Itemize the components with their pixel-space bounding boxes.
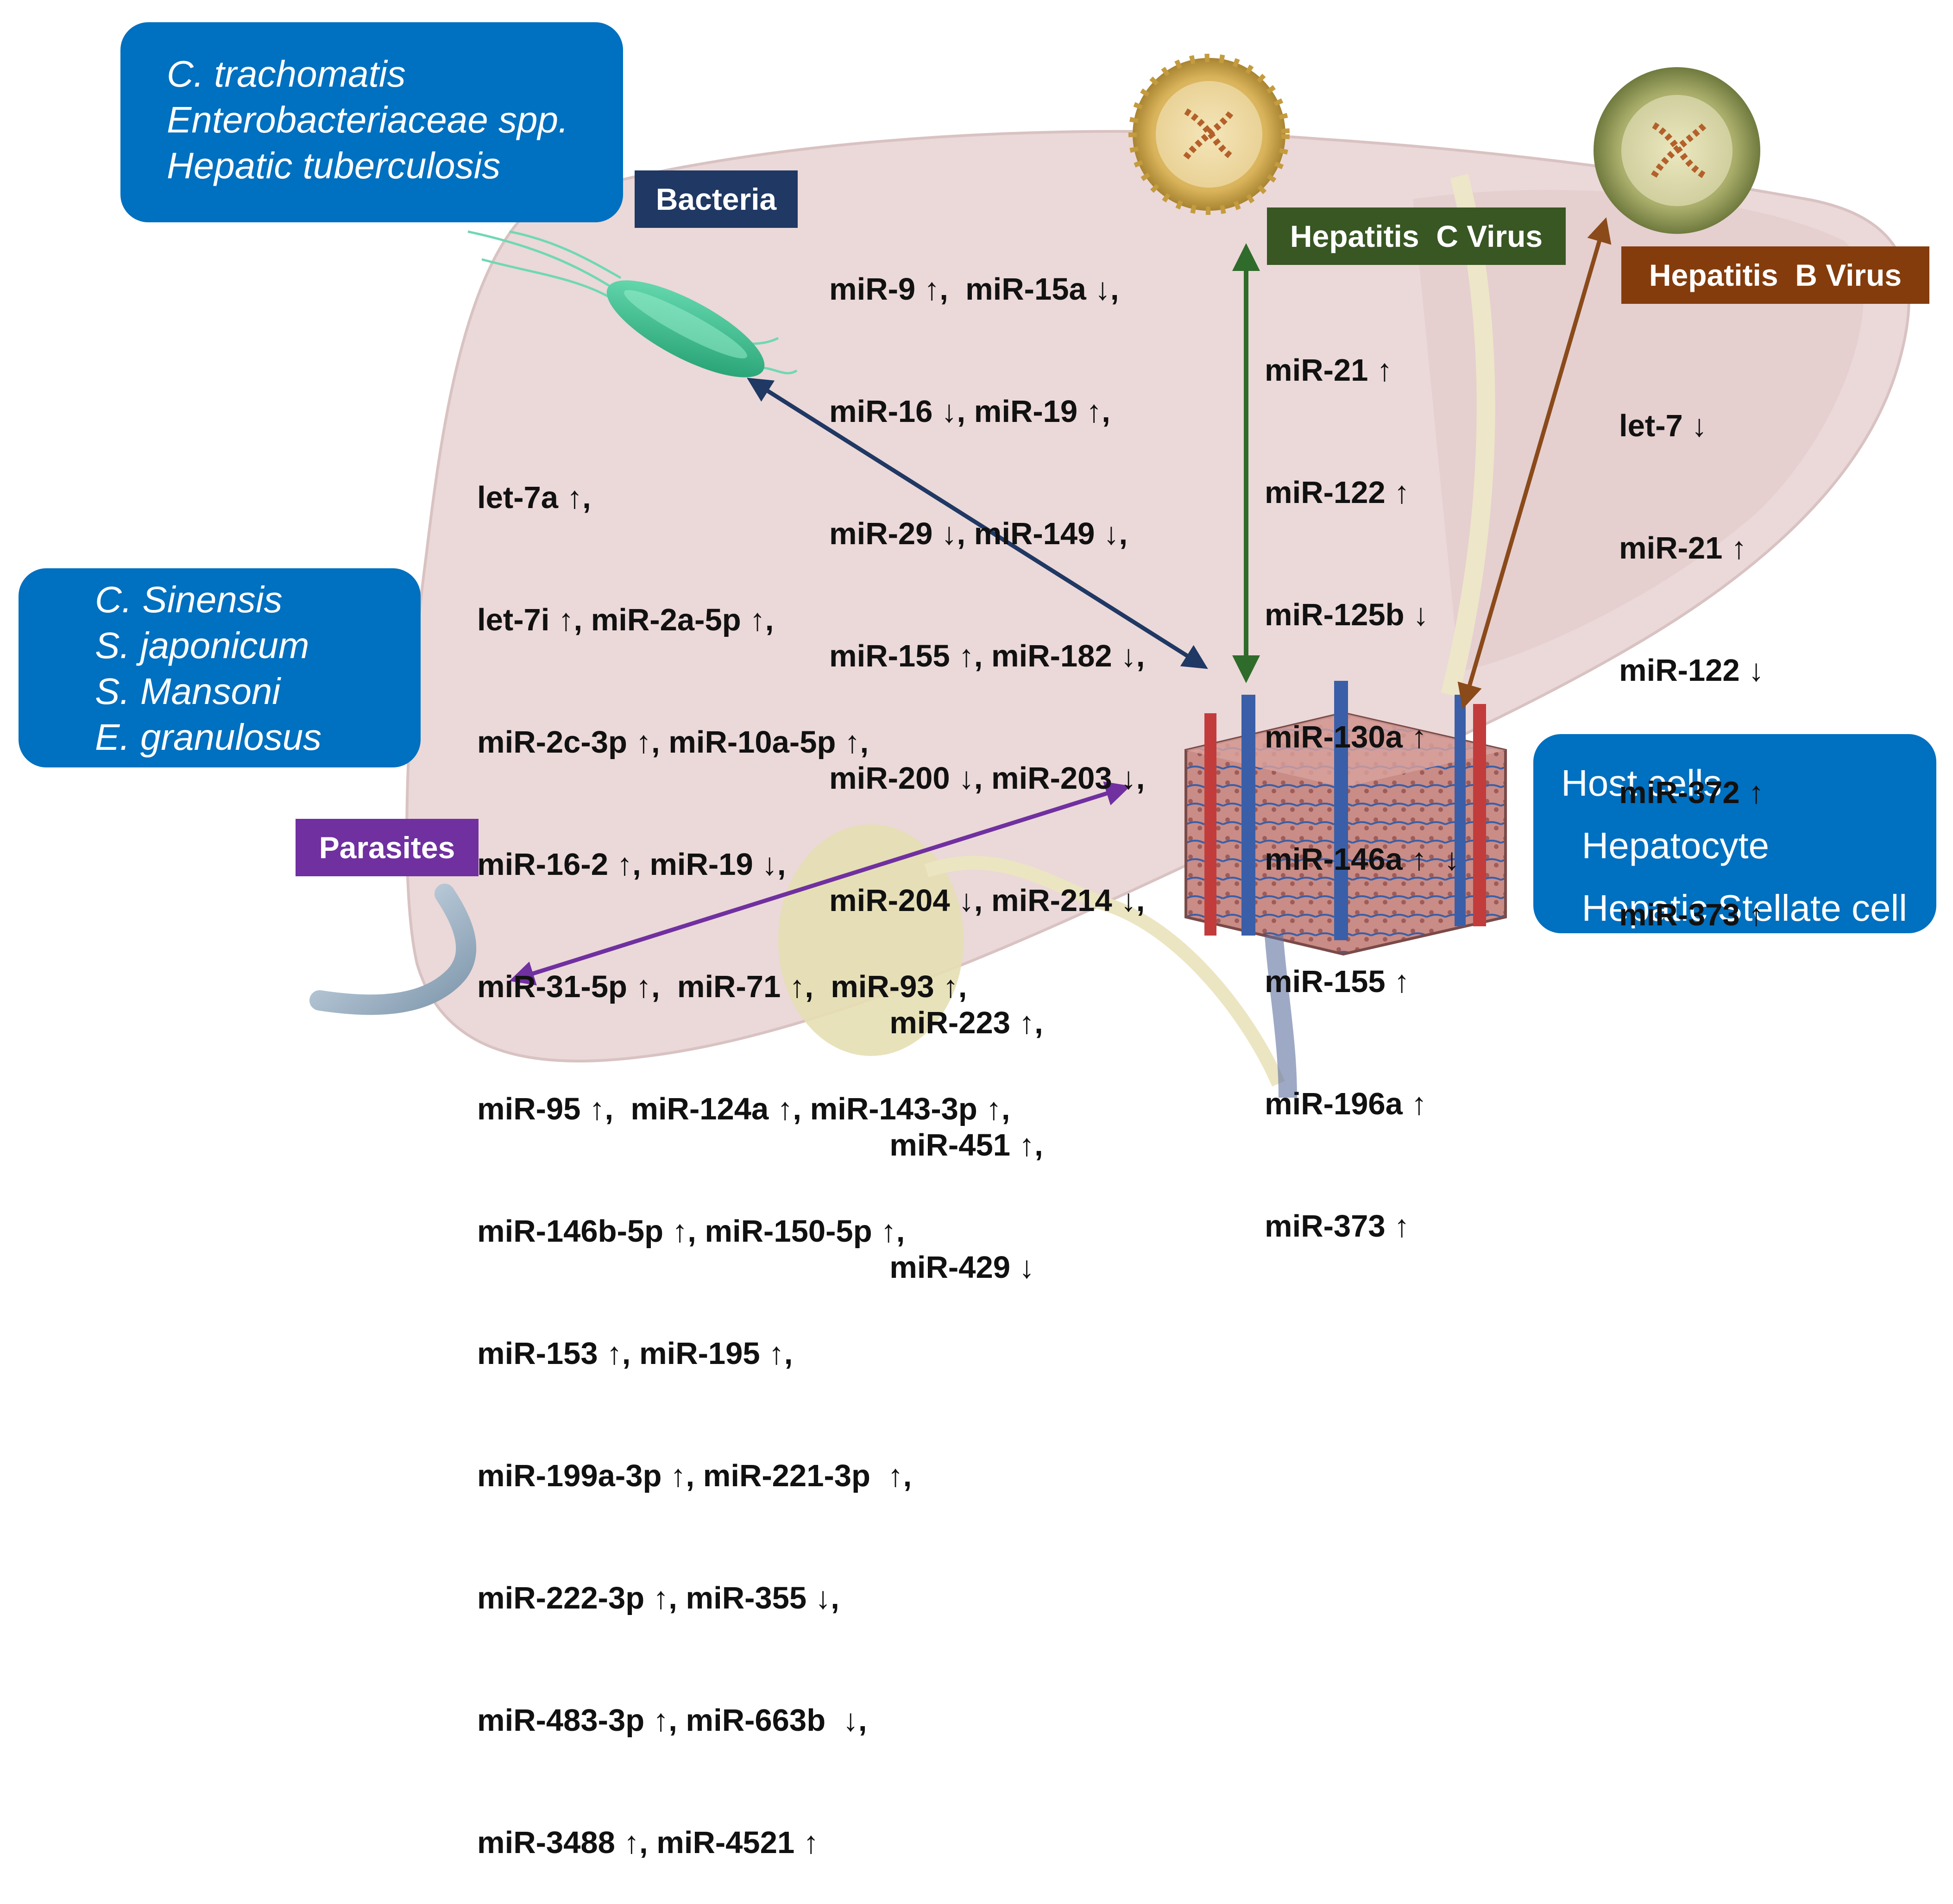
mirna-line: miR-222-3p ↑, miR-355 ↓,	[477, 1581, 839, 1615]
species-line: E. granulosus	[95, 716, 322, 758]
mirna-line: miR-196a ↑	[1265, 1087, 1427, 1121]
mirna-line: miR-200 ↓, miR-203 ↓,	[829, 761, 1145, 796]
hcv-tag: Hepatitis C Virus	[1267, 207, 1566, 265]
mirna-line: miR-125b ↓	[1265, 597, 1429, 632]
mirna-line: miR-29 ↓, miR-149 ↓,	[829, 516, 1128, 551]
parasites-tag: Parasites	[296, 819, 479, 876]
mirna-line: miR-372 ↑	[1619, 775, 1764, 810]
mirna-line: miR-2c-3p ↑, miR-10a-5p ↑,	[477, 725, 869, 760]
species-line: Hepatic tuberculosis	[167, 145, 501, 186]
mirna-line: miR-146a ↑ ↓	[1265, 842, 1460, 877]
mirna-line: miR-373 ↑	[1619, 898, 1764, 932]
hcv-virus-icon	[1128, 54, 1290, 215]
species-line: S. Mansoni	[95, 671, 281, 712]
species-line: S. japonicum	[95, 625, 309, 666]
mirna-line: miR-16-2 ↑, miR-19 ↓,	[477, 847, 786, 882]
bacteria-mirna-list: miR-9 ↑, miR-15a ↓, miR-16 ↓, miR-19 ↑, …	[829, 188, 1145, 1329]
liver-tissue-icon	[1184, 681, 1507, 1098]
mirna-line: miR-146b-5p ↑, miR-150-5p ↑,	[477, 1214, 905, 1249]
mirna-line: miR-95 ↑, miR-124a ↑, miR-143-3p ↑,	[477, 1092, 1010, 1126]
species-line: C. Sinensis	[95, 579, 283, 620]
host-cells-title: Host cells	[1561, 762, 1722, 804]
bacteria-arrow	[747, 377, 1208, 669]
mirna-line: miR-155 ↑	[1265, 964, 1410, 999]
mirna-line: miR-153 ↑, miR-195 ↑,	[477, 1336, 793, 1371]
mirna-line: miR-31-5p ↑, miR-71 ↑, miR-93 ↑,	[477, 969, 967, 1004]
species-line: Enterobacteriaceae spp.	[167, 99, 569, 140]
mirna-line: miR-16 ↓, miR-19 ↑,	[829, 394, 1110, 429]
bacteria-tag: Bacteria	[635, 170, 798, 228]
host-cell-item: Hepatic Stellate cell	[1561, 887, 1908, 929]
mirna-line: miR-21 ↑	[1265, 353, 1392, 388]
host-cells-box: Host cells Hepatocyte Hepatic Stellate c…	[1533, 734, 1936, 991]
hcv-mirna-list: miR-21 ↑ miR-122 ↑ miR-125b ↓ miR-130a ↑…	[1265, 269, 1460, 1288]
species-line: C. trachomatis	[167, 53, 406, 94]
parasite-worm-icon	[309, 884, 477, 1015]
mirna-line: miR-130a ↑	[1265, 720, 1427, 754]
bacterium-icon	[467, 230, 798, 377]
mirna-line: miR-155 ↑, miR-182 ↓,	[829, 639, 1145, 673]
mirna-line: miR-21 ↑	[1619, 531, 1747, 566]
mirna-line: miR-373 ↑	[1265, 1209, 1410, 1244]
host-cell-item: Hepatocyte	[1561, 825, 1770, 866]
mirna-line: miR-122 ↑	[1265, 475, 1410, 510]
parasite-species-box: C. Sinensis S. japonicum S. Mansoni E. g…	[19, 568, 421, 767]
mirna-line: miR-3488 ↑, miR-4521 ↑	[477, 1825, 819, 1860]
mirna-line: let-7i ↑, miR-2a-5p ↑,	[477, 603, 774, 637]
mirna-line: miR-199a-3p ↑, miR-221-3p ↑,	[477, 1458, 912, 1493]
host-cell-item: Inflammatory cell	[1561, 950, 1862, 991]
mirna-line: miR-483-3p ↑, miR-663b ↓,	[477, 1703, 867, 1738]
liver-illustration	[309, 54, 1910, 1098]
bacteria-species-box: C. trachomatis Enterobacteriaceae spp. H…	[120, 22, 623, 222]
hbv-virus-icon	[1594, 67, 1760, 234]
hbv-arrow	[1457, 217, 1612, 709]
mirna-line: miR-9 ↑, miR-15a ↓,	[829, 272, 1119, 307]
hbv-mirna-list: let-7 ↓ miR-21 ↑ miR-122 ↓ miR-372 ↑ miR…	[1619, 324, 1764, 976]
parasites-arrow	[509, 781, 1131, 986]
mirna-line: miR-223 ↑,	[829, 1005, 1043, 1040]
mirna-line: miR-122 ↓	[1619, 653, 1764, 688]
mirna-line: let-7 ↓	[1619, 408, 1707, 443]
mirna-line: let-7a ↑,	[477, 480, 591, 515]
parasite-mirna-list: let-7a ↑, let-7i ↑, miR-2a-5p ↑, miR-2c-…	[477, 396, 1010, 1904]
mirna-line: miR-204 ↓, miR-214 ↓,	[829, 883, 1145, 918]
hbv-tag: Hepatitis B Virus	[1621, 246, 1929, 304]
